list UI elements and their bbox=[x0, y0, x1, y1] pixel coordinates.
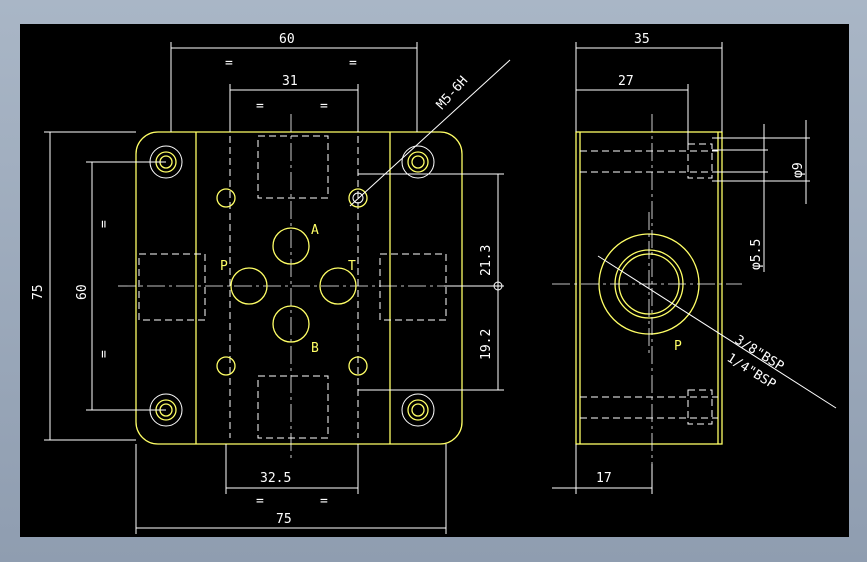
svg-text:=: = bbox=[97, 350, 112, 358]
dim-right-lower: 19.2 bbox=[479, 329, 494, 360]
threaded-hole[interactable] bbox=[216, 188, 236, 208]
port-label-b: B bbox=[311, 341, 319, 356]
dim-top-inner[interactable]: 31 = = bbox=[229, 74, 359, 132]
port-label-t: T bbox=[348, 259, 356, 274]
dim-side-top-inner[interactable]: 27 bbox=[576, 74, 689, 144]
hidden-passage-left bbox=[138, 253, 206, 321]
dim-left-outer[interactable]: 75 bbox=[31, 131, 136, 441]
svg-text:=: = bbox=[225, 56, 233, 71]
side-outline[interactable] bbox=[575, 131, 723, 445]
dim-top-outer[interactable]: 60 = = bbox=[170, 32, 418, 132]
corner-hole-tr[interactable] bbox=[401, 145, 435, 179]
port-t-circle[interactable] bbox=[319, 267, 357, 305]
svg-text:35: 35 bbox=[634, 32, 650, 47]
dim-right-stack[interactable]: 21.3 19.2 bbox=[358, 173, 504, 391]
hidden-passage-right bbox=[379, 253, 447, 321]
side-view: 35 27 φ9 φ5.5 17 bbox=[552, 32, 837, 494]
svg-text:φ9: φ9 bbox=[791, 162, 806, 178]
front-outline[interactable] bbox=[135, 131, 463, 445]
svg-text:32.5: 32.5 bbox=[260, 471, 291, 486]
port-b-circle[interactable] bbox=[272, 305, 310, 343]
threaded-hole[interactable] bbox=[348, 356, 368, 376]
svg-text:=: = bbox=[349, 56, 357, 71]
hidden-counterbore bbox=[687, 389, 713, 425]
hidden-passage-bottom bbox=[257, 375, 329, 439]
dim-side-phi9[interactable]: φ9 bbox=[712, 120, 810, 204]
dim-side-bottom[interactable]: 17 bbox=[552, 444, 653, 494]
svg-text:60: 60 bbox=[75, 284, 90, 300]
port-label-p: P bbox=[220, 259, 228, 274]
dim-side-phi55[interactable]: φ5.5 bbox=[712, 124, 768, 272]
side-port-label-p: P bbox=[674, 339, 682, 354]
threaded-hole-core bbox=[352, 192, 364, 204]
svg-text:=: = bbox=[320, 99, 328, 114]
dim-left-inner[interactable]: 60 = = bbox=[75, 161, 166, 411]
svg-text:φ5.5: φ5.5 bbox=[749, 239, 764, 270]
front-view: A B P T 60 = = 31 = = 32.5 = = bbox=[31, 32, 511, 534]
svg-text:=: = bbox=[256, 99, 264, 114]
svg-text:75: 75 bbox=[276, 512, 292, 527]
svg-text:60: 60 bbox=[279, 32, 295, 47]
dim-bottom-inner[interactable]: 32.5 = = bbox=[225, 444, 359, 509]
dim-right-upper: 21.3 bbox=[479, 245, 494, 276]
port-p-circle[interactable] bbox=[230, 267, 268, 305]
corner-hole-br[interactable] bbox=[401, 393, 435, 427]
svg-text:27: 27 bbox=[618, 74, 634, 89]
cad-drawing: A B P T 60 = = 31 = = 32.5 = = bbox=[31, 32, 837, 534]
dim-bottom-outer[interactable]: 75 bbox=[135, 444, 447, 534]
port-label-a: A bbox=[311, 223, 319, 238]
hidden-passage-top bbox=[257, 135, 329, 199]
threaded-hole[interactable] bbox=[348, 188, 368, 208]
cad-drawing-canvas[interactable]: A B P T 60 = = 31 = = 32.5 = = bbox=[20, 24, 849, 537]
threaded-hole[interactable] bbox=[216, 356, 236, 376]
dim-side-top-outer[interactable]: 35 bbox=[575, 32, 723, 132]
svg-text:17: 17 bbox=[596, 471, 612, 486]
svg-text:75: 75 bbox=[31, 284, 46, 300]
svg-text:M5-6H: M5-6H bbox=[434, 74, 471, 113]
port-a-circle[interactable] bbox=[272, 227, 310, 265]
svg-text:=: = bbox=[320, 494, 328, 509]
svg-text:=: = bbox=[256, 494, 264, 509]
leader-thread-note[interactable]: M5-6H bbox=[349, 59, 511, 207]
svg-text:31: 31 bbox=[282, 74, 298, 89]
svg-text:=: = bbox=[97, 220, 112, 228]
hidden-counterbore bbox=[687, 143, 713, 179]
